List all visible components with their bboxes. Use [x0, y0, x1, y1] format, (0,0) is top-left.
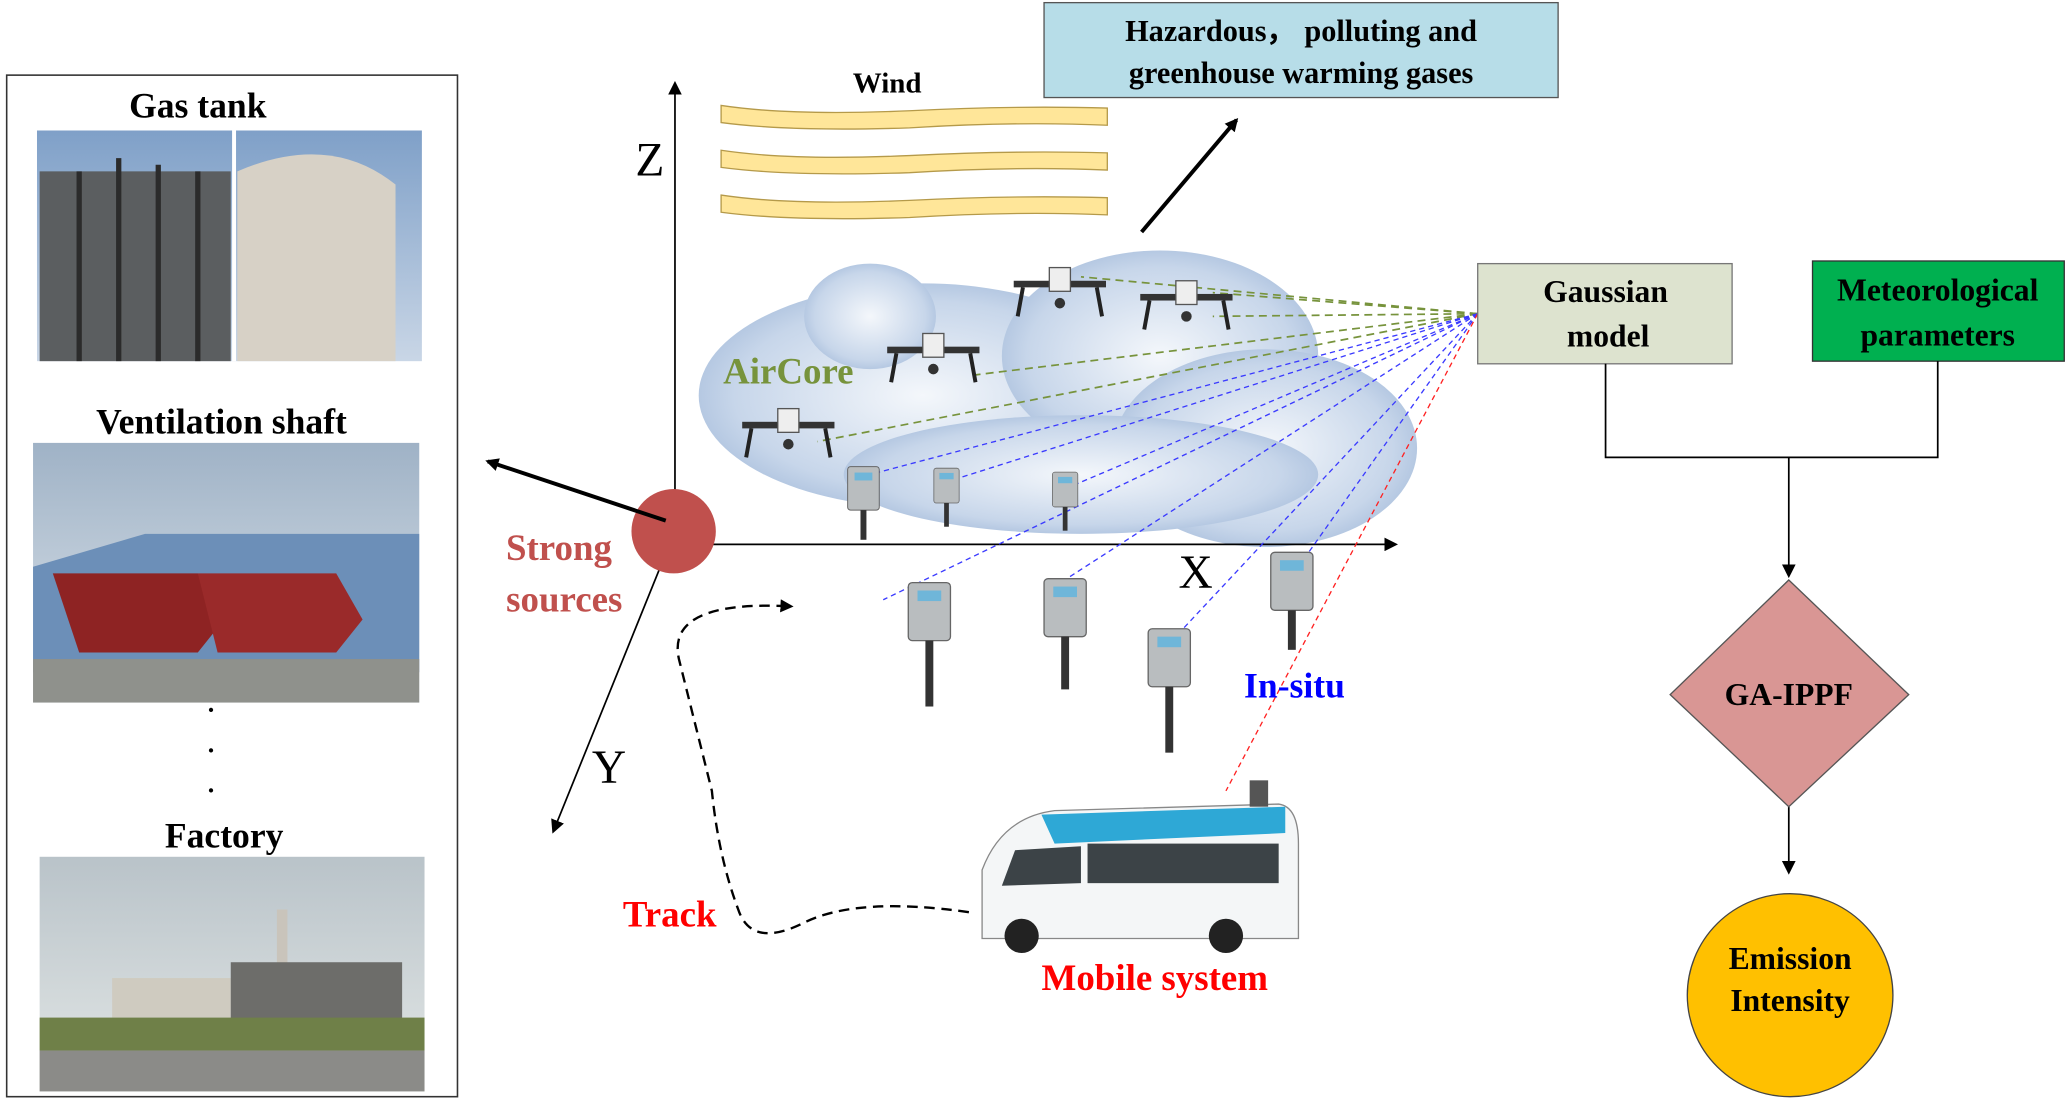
- insitu-label: In-situ: [1244, 665, 1345, 705]
- track-path: [676, 599, 970, 935]
- flow-connectors: [1604, 361, 1939, 875]
- drone-icon: [1013, 266, 1106, 317]
- aircore-lines: [817, 275, 1478, 443]
- drone-icon: [1140, 280, 1233, 330]
- z-axis-label: Z: [635, 134, 664, 186]
- mobile-system-label: Mobile system: [1042, 957, 1269, 998]
- drone-icon: [742, 407, 835, 458]
- sensor-icon: [1052, 471, 1079, 531]
- source-arrow: [485, 458, 667, 523]
- sensor-icon: [847, 466, 880, 540]
- insitu-sensors: [847, 466, 1314, 753]
- ga-ippf-diamond: GA-IPPF: [1669, 579, 1910, 808]
- wind-bands: [720, 104, 1108, 220]
- ellipsis-dot: ·: [207, 695, 216, 724]
- svg-text:GA-IPPF: GA-IPPF: [1725, 677, 1853, 712]
- svg-text:Meteorological: Meteorological: [1837, 273, 2039, 308]
- strong-sources-label: sources: [506, 579, 622, 620]
- ellipsis-dot: ·: [207, 736, 216, 765]
- gas-tank-photo: [36, 130, 422, 362]
- svg-text:parameters: parameters: [1860, 317, 2015, 352]
- ellipsis-dot: ·: [207, 776, 216, 805]
- factory-photo: [39, 856, 425, 1092]
- svg-text:Gaussian: Gaussian: [1543, 274, 1668, 309]
- sensor-icon: [907, 581, 952, 707]
- strong-source-marker: [631, 489, 716, 574]
- sensor-icon: [933, 467, 960, 527]
- ventilation-shaft-photo: [33, 442, 420, 703]
- axes: [551, 80, 1399, 834]
- drone-icon: [887, 332, 980, 383]
- drone-icons: [742, 266, 1233, 458]
- meteorological-parameters-box: Meteorological parameters: [1811, 260, 2065, 362]
- sensor-icon: [1043, 577, 1087, 690]
- svg-text:Intensity: Intensity: [1730, 983, 1850, 1018]
- svg-text:Hazardous， polluting and: Hazardous， polluting and: [1125, 14, 1477, 48]
- sensor-icon: [1147, 628, 1192, 753]
- mobile-line: [1225, 313, 1479, 792]
- emission-intensity-circle: Emission Intensity: [1686, 893, 1894, 1098]
- ventilation-shaft-label: Ventilation shaft: [96, 402, 347, 442]
- insitu-lines: [869, 313, 1479, 640]
- svg-text:model: model: [1567, 319, 1650, 354]
- gaussian-model-box: Gaussian model: [1477, 262, 1733, 365]
- x-axis-label: X: [1178, 547, 1212, 599]
- plume-cloud: [698, 250, 1418, 548]
- wind-label: Wind: [853, 67, 922, 99]
- factory-label: Factory: [165, 816, 284, 856]
- aircore-label: AirCore: [723, 351, 853, 392]
- gas-tank-label: Gas tank: [129, 85, 267, 125]
- mobile-van-icon: [981, 780, 1300, 954]
- track-label: Track: [623, 894, 717, 935]
- strong-sources-label: Strong: [506, 527, 612, 568]
- svg-text:Emission: Emission: [1729, 941, 1852, 976]
- svg-text:greenhouse warming gases: greenhouse warming gases: [1129, 56, 1474, 90]
- sources-panel: Gas tank Ventilation shaft · · · Factory: [5, 74, 459, 1098]
- sensor-icon: [1270, 551, 1314, 650]
- y-axis-label: Y: [592, 742, 626, 794]
- rising-arrow: [1140, 117, 1239, 234]
- gases-box: Hazardous， polluting and greenhouse warm…: [1043, 1, 1559, 99]
